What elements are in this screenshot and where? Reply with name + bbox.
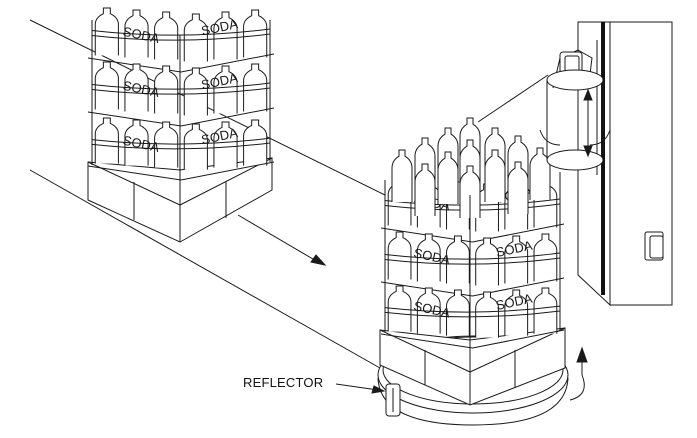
travel-direction-arrow (237, 214, 327, 266)
top-layer-bottles (391, 117, 551, 218)
reflector-label: REFLECTOR (243, 375, 324, 390)
reflector-callout-arrow (335, 383, 386, 394)
machine-control-box (644, 231, 664, 261)
film-carriage (477, 40, 611, 175)
turntable-rotation-arrow (569, 346, 588, 401)
reflector-post (385, 383, 401, 417)
